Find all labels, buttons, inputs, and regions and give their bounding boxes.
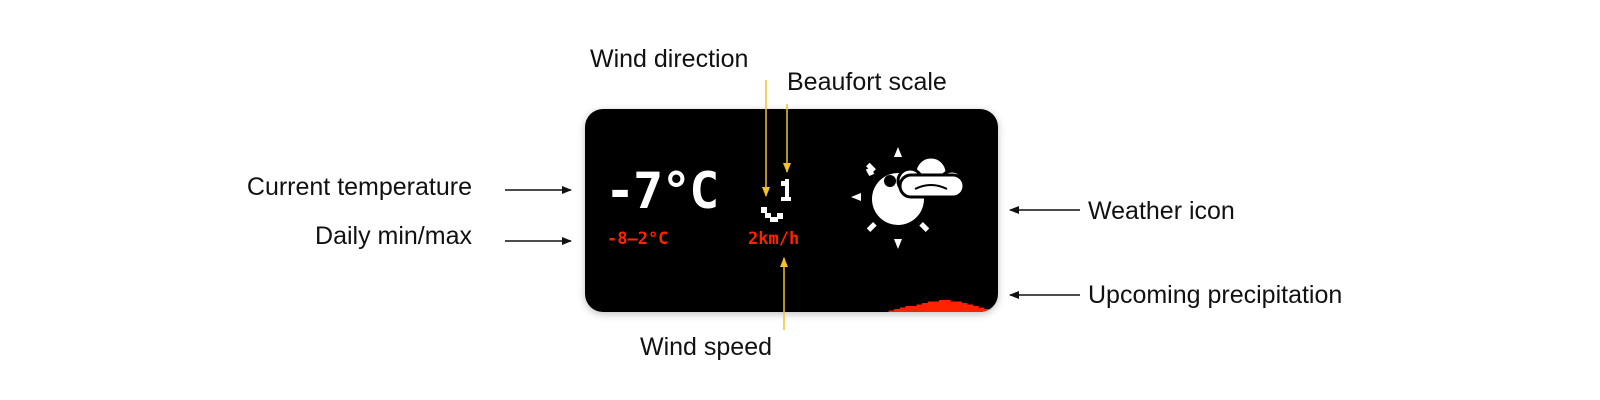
precipitation-bar [939, 300, 946, 312]
precipitation-bar [961, 303, 968, 312]
precipitation-bar [916, 304, 923, 312]
daily-min-max-value: -8–2°C [607, 229, 669, 249]
precipitation-bar [983, 309, 990, 312]
precipitation-bar [899, 307, 906, 312]
precipitation-bar [955, 301, 962, 312]
beaufort-scale-label: Beaufort scale [787, 68, 947, 96]
current-temperature-label: Current temperature [246, 173, 472, 201]
screen-graphics [761, 147, 996, 312]
precipitation-bar [944, 300, 951, 312]
partly-cloudy-sun-icon [851, 147, 966, 249]
precipitation-bar [922, 303, 929, 312]
precipitation-bar [972, 306, 979, 312]
precipitation-bar [911, 306, 918, 312]
weather-display-screen: -7°C -8–2°C 2km/h [585, 109, 998, 312]
precipitation-forecast-chart [888, 300, 996, 312]
precipitation-bar [967, 304, 974, 312]
current-temperature-value: -7°C [605, 162, 719, 220]
beaufort-scale-icon [781, 179, 791, 201]
precipitation-bar [888, 310, 895, 312]
daily-min-max-label: Daily min/max [315, 222, 472, 250]
precipitation-bar [894, 309, 901, 312]
wind-speed-value: 2km/h [748, 229, 800, 249]
precipitation-bar [933, 301, 940, 312]
weather-icon-label: Weather icon [1088, 197, 1235, 225]
precipitation-bar [905, 306, 912, 312]
upcoming-precipitation-label: Upcoming precipitation [1088, 281, 1343, 309]
wind-direction-label: Wind direction [590, 45, 749, 73]
wind-direction-icon [761, 207, 783, 222]
precipitation-bar [989, 310, 996, 312]
precipitation-bar [927, 301, 934, 312]
wind-speed-label: Wind speed [640, 333, 773, 361]
precipitation-bar [950, 301, 957, 312]
precipitation-bar [978, 307, 985, 312]
